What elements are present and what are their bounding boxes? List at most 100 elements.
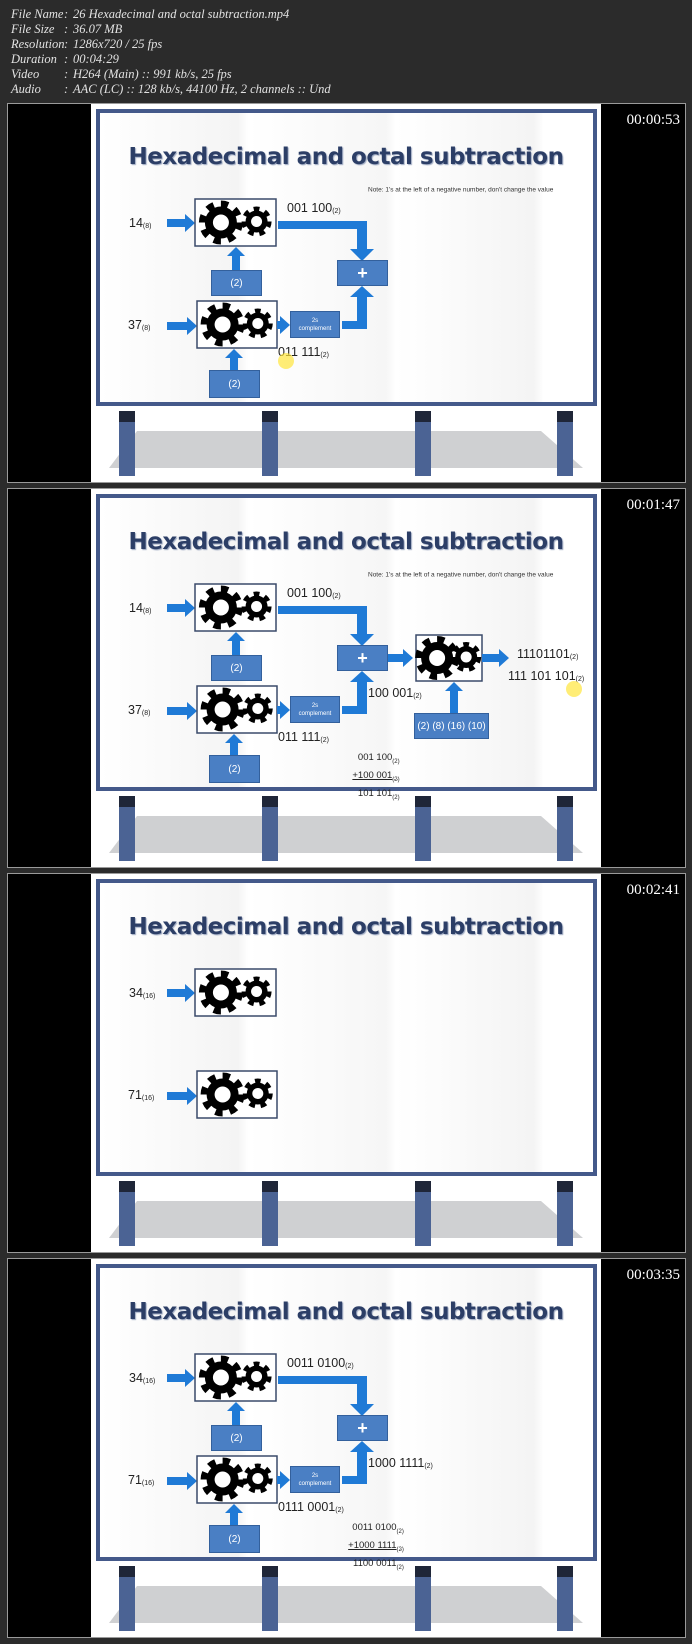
input-bottom-label-base: (16) (141, 1480, 155, 1487)
stand-leg-top (262, 411, 278, 422)
result-grouped-label-base: (2) (575, 676, 585, 683)
base-box-top: (2) (211, 1425, 262, 1451)
stand-shelf (109, 1201, 583, 1238)
base-box-bottom: (2) (209, 370, 260, 398)
stand-leg-top (262, 1566, 278, 1577)
sum-line-base: (2) (396, 1564, 404, 1571)
base-box-top: (2) (211, 655, 262, 681)
converter-bottom-gears (196, 300, 278, 349)
stand-leg (262, 796, 278, 861)
diagram-layer (109, 1353, 583, 1631)
stand-shelf (109, 1586, 583, 1623)
stand-leg-top (557, 1566, 573, 1577)
file-info-label: File Size (11, 22, 55, 36)
stand-leg-top (119, 1566, 135, 1577)
converter-top-gears (194, 968, 277, 1017)
converter-output-arrow (482, 649, 509, 667)
complement-bits-label-value: 100 001 (368, 686, 414, 700)
complement-bits-label: 1000 1111(2) (368, 1456, 433, 1470)
gear-hole (251, 986, 263, 997)
slide-title: Hexadecimal and octal subtraction (128, 914, 564, 940)
top-bits-label-value: 001 100 (287, 586, 333, 600)
input-bottom-label-value: 37 (128, 318, 142, 332)
sum-line-value: 101 101 (357, 787, 393, 799)
timestamp: 00:01:47 (626, 497, 680, 513)
diagram-layer (109, 198, 583, 476)
file-info-value: 26 Hexadecimal and octal subtraction.mp4 (73, 7, 290, 21)
complement-to-plus-arrow (342, 671, 374, 714)
bottom-bits-label-base: (2) (320, 737, 329, 744)
timestamp: 00:03:35 (626, 1267, 680, 1283)
input-bottom-label-base: (16) (141, 1095, 155, 1102)
gear-hole (214, 701, 231, 718)
converter-bottom-gears (196, 1455, 278, 1504)
slide-title: Hexadecimal and octal subtraction (128, 1299, 564, 1325)
file-info-label: Video (11, 67, 40, 81)
gear-hole (252, 703, 264, 714)
gear-hole (251, 1371, 263, 1382)
gear-hole (212, 984, 229, 1001)
result-label-value: 11101101 (517, 647, 570, 661)
top-bits-label: 001 100(2) (287, 201, 341, 215)
stand-leg (119, 1181, 135, 1246)
to-complement-arrow (277, 316, 290, 334)
top-bits-label: 0011 0100(2) (287, 1356, 354, 1370)
complement-to-plus-arrow (342, 1441, 374, 1484)
gear-hole (252, 318, 264, 329)
to-complement-arrow (277, 1471, 290, 1489)
top-to-plus-arrow (278, 221, 374, 261)
input-top-arrow (167, 599, 195, 617)
plus-box: + (337, 645, 388, 671)
file-info-colon: : (64, 52, 69, 66)
input-top-arrow (167, 984, 195, 1002)
base-box-bottom: (2) (209, 1525, 260, 1553)
stand-leg (262, 1566, 278, 1631)
slide-note: Note: 1's at the left of a negative numb… (368, 571, 554, 579)
input-bottom-arrow (167, 317, 197, 335)
bottom-bits-label-base: (2) (335, 1507, 344, 1514)
stand-shelf (109, 431, 583, 468)
stand-leg (119, 411, 135, 476)
input-top-label-base: (16) (142, 993, 156, 1000)
complement-bits-label-value: 1000 1111 (368, 1456, 425, 1470)
result-grouped-label-value: 111 101 101 (508, 669, 576, 683)
mouse-cursor-highlight (566, 681, 582, 697)
top-to-plus-arrow (278, 606, 374, 646)
input-bottom-label-base: (8) (141, 325, 151, 332)
converter-top-gears (194, 583, 277, 632)
mouse-cursor-highlight (278, 353, 294, 369)
stand-leg-top (557, 1181, 573, 1192)
result-grouped-label: 111 101 101(2) (508, 669, 584, 683)
gear-hole (460, 651, 472, 663)
sum-line-value: +100 001 (352, 769, 393, 781)
converter-top-gears (194, 198, 277, 247)
slide-title: Hexadecimal and octal subtraction (128, 529, 564, 555)
input-bottom-label-value: 71 (128, 1088, 142, 1102)
input-bottom-arrow (167, 1087, 197, 1105)
billboard (96, 879, 597, 1176)
sum-line: +100 001(2) (352, 769, 399, 787)
bottom-bits-label-base: (2) (320, 352, 329, 359)
diagram-layer (109, 968, 583, 1246)
input-top-label: 14(8) (129, 216, 151, 230)
input-top-label-value: 14 (129, 601, 143, 615)
plus-box: + (337, 260, 388, 286)
input-bottom-label-value: 71 (128, 1473, 142, 1487)
file-info-colon: : (64, 67, 69, 81)
file-info-colon: : (64, 82, 69, 96)
file-info-label: File Name (11, 7, 64, 21)
input-bottom-label: 37(8) (128, 703, 150, 717)
base-box-top: (2) (211, 270, 262, 296)
file-info-value: H264 (Main) :: 991 kb/s, 25 fps (73, 67, 232, 81)
top-bits-label-base: (2) (332, 208, 341, 215)
input-top-arrow (167, 1369, 195, 1387)
stand-leg (557, 1566, 573, 1631)
complement-bits-label-base: (2) (424, 1463, 433, 1470)
bottom-bits-label-value: 0111 0001 (278, 1500, 336, 1514)
